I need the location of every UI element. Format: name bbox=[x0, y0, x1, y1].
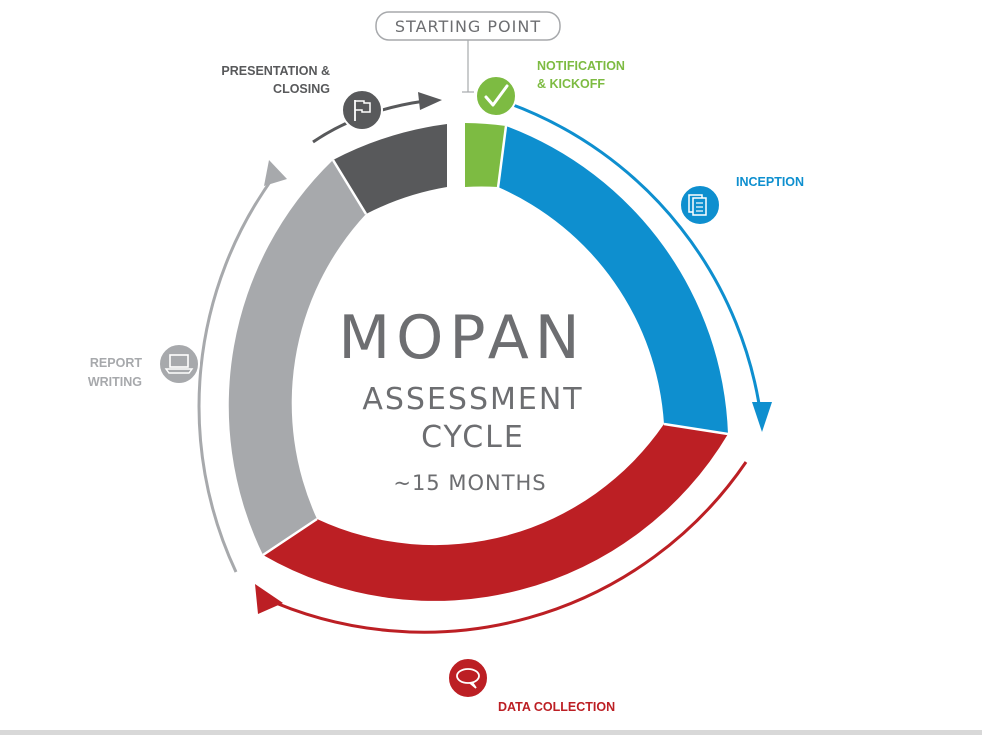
center-subtitle-line1: ASSESSMENT bbox=[362, 382, 583, 417]
arrow-data-collection bbox=[261, 461, 748, 634]
segment-inception bbox=[498, 126, 728, 434]
label-report-writing-line1: REPORT bbox=[90, 356, 142, 370]
arrow-report-writing bbox=[197, 174, 277, 573]
flag-icon bbox=[341, 89, 383, 131]
documents-icon bbox=[679, 184, 721, 226]
arrowhead-data-collection bbox=[255, 584, 283, 614]
label-notification-line2: & KICKOFF bbox=[537, 77, 605, 91]
center-title: MOPAN bbox=[338, 303, 585, 373]
segment-data-collection bbox=[263, 424, 728, 601]
label-notification-line1: NOTIFICATION bbox=[537, 59, 625, 73]
checkmark-icon bbox=[475, 75, 517, 117]
arrow-inception bbox=[507, 101, 764, 426]
center-subtitle-line2: CYCLE bbox=[421, 420, 525, 455]
arrowhead-inception bbox=[752, 402, 772, 432]
label-inception: INCEPTION bbox=[736, 175, 804, 189]
starting-point-label: STARTING POINT bbox=[395, 17, 541, 36]
bottom-rule bbox=[0, 730, 982, 735]
segment-report-writing bbox=[228, 160, 366, 555]
arrowhead-report-writing bbox=[264, 160, 287, 186]
label-presentation-line1: PRESENTATION & bbox=[221, 64, 330, 78]
label-report-writing-line2: WRITING bbox=[88, 375, 142, 389]
segment-notification bbox=[465, 123, 506, 187]
segment-presentation bbox=[333, 124, 447, 214]
center-duration: ~15 MONTHS bbox=[393, 471, 546, 495]
label-presentation-line2: CLOSING bbox=[273, 82, 330, 96]
segment-separators bbox=[262, 125, 729, 557]
speech-bubble-icon bbox=[447, 657, 489, 699]
label-data-collection: DATA COLLECTION bbox=[498, 700, 615, 714]
arrowhead-presentation bbox=[418, 92, 442, 110]
laptop-icon bbox=[158, 343, 200, 385]
